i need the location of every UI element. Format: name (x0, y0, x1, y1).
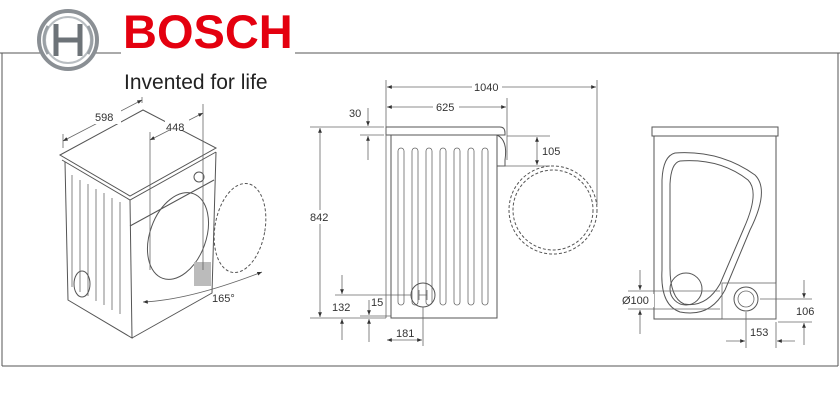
outlet-height-label: 132 (332, 302, 350, 314)
side-ribs (397, 147, 489, 306)
outlet-height-label: 106 (796, 306, 814, 318)
height-label: 842 (310, 212, 328, 224)
door-angle-label: 165° (212, 293, 235, 305)
brand-wordmark: BOSCH (121, 5, 295, 58)
outlet-cap (733, 286, 759, 312)
perspective-view: 598 448 165° (58, 97, 267, 339)
outlet-cap (73, 270, 91, 298)
vent-grille (194, 262, 211, 286)
total-depth-label: 1040 (474, 82, 498, 94)
depth-label: 625 (436, 102, 454, 114)
rear-view: Ø100 106 153 (620, 126, 814, 348)
outlet-offset-label: 181 (396, 328, 414, 340)
depth-label: 448 (166, 122, 184, 134)
side-view: 1040 625 30 105 842 132 15 181 (309, 80, 598, 346)
outlet-diameter-label: Ø100 (622, 295, 649, 307)
brand-tagline: Invented for life (124, 71, 268, 94)
dial-knob (193, 171, 205, 183)
feet-height-label: 15 (371, 297, 383, 309)
side-ribs (71, 175, 121, 314)
door-offset-label: 105 (542, 146, 560, 158)
door-open-outline (213, 182, 267, 274)
condenser-outlet (669, 272, 703, 306)
bosch-logo-emblem (37, 9, 99, 71)
outlet-offset-label: 153 (750, 327, 768, 339)
top-thickness-label: 30 (349, 108, 361, 120)
door-open-outline (508, 165, 598, 255)
width-label: 598 (95, 112, 113, 124)
